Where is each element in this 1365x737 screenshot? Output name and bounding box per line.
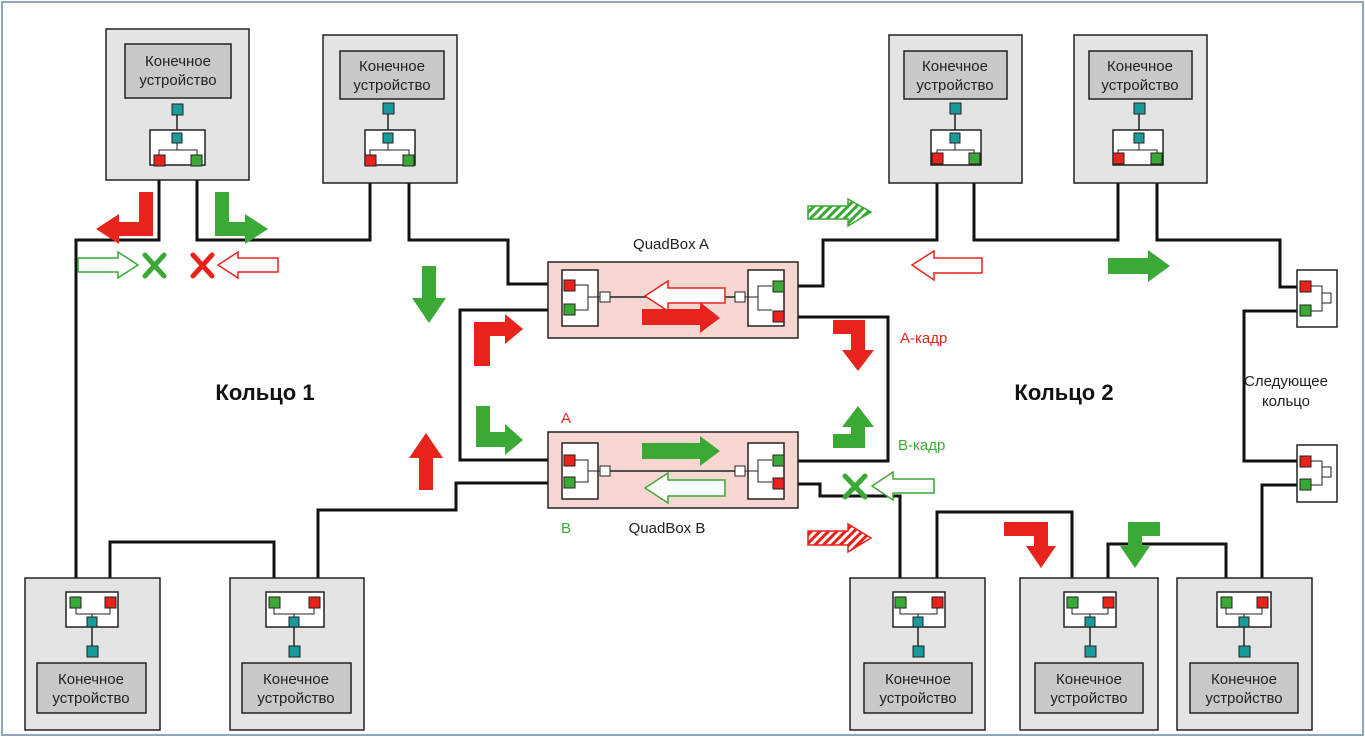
b-frame-label: B-кадр — [898, 437, 945, 454]
network-wires — [74, 160, 1305, 602]
wire — [972, 160, 1120, 242]
arrow-icon — [870, 470, 935, 502]
device-label-line2: устройство — [879, 690, 956, 707]
wire — [1260, 483, 1305, 602]
wire — [316, 481, 570, 602]
device-bottom-1: Конечное устройство — [24, 577, 161, 731]
next-ring-connector-bottom — [1296, 444, 1338, 503]
arrow-icon — [409, 433, 443, 490]
arrow-icon — [643, 471, 726, 505]
wire — [791, 482, 902, 602]
arrow-icon — [474, 314, 523, 366]
device-label-line2: устройство — [916, 77, 993, 94]
wire — [791, 315, 890, 463]
device-bottom-3: Конечное устройство — [849, 577, 986, 731]
device-top-4: Конечное устройство — [1073, 34, 1208, 184]
arrow-icon — [1120, 522, 1160, 568]
wire — [458, 308, 570, 462]
device-label-box — [124, 43, 232, 99]
arrow-icon — [642, 436, 720, 466]
device-label-line2: устройство — [353, 77, 430, 94]
wire — [791, 160, 939, 288]
arrow-icon — [643, 279, 726, 313]
arrow-icon — [412, 266, 446, 323]
device-label-line1: Конечное — [263, 671, 329, 688]
device-label-line2: устройство — [1101, 77, 1178, 94]
arrow-icon — [96, 192, 153, 244]
device-label-line1: Конечное — [1211, 671, 1277, 688]
wire — [1242, 309, 1305, 463]
wire — [407, 163, 570, 286]
wire — [1155, 160, 1305, 289]
arrow-icon — [215, 192, 268, 244]
ring-2-label: Кольцо 2 — [1014, 380, 1113, 405]
quadbox-a-label: QuadBox A — [633, 236, 709, 253]
device-top-2: Конечное устройство — [322, 34, 458, 184]
device-label-line1: Конечное — [359, 58, 425, 75]
device-bottom-5: Конечное устройство — [1176, 577, 1313, 731]
close-icon — [190, 252, 215, 279]
device-top-3: Конечное устройство — [888, 34, 1023, 184]
wire — [935, 510, 1074, 602]
device-label-line2: устройство — [52, 690, 129, 707]
arrow-icon — [833, 320, 874, 371]
close-icon — [842, 473, 868, 500]
arrow-icon — [807, 522, 873, 554]
device-label-line1: Конечное — [1056, 671, 1122, 688]
device-label-line1: Конечное — [145, 53, 211, 70]
quadbox-b — [547, 431, 799, 509]
arrow-icon — [77, 250, 140, 280]
device-label-line1: Конечное — [1107, 58, 1173, 75]
arrow-icon — [910, 249, 983, 282]
next-ring-label-line1: Следующее — [1244, 373, 1328, 390]
ring-1-label: Кольцо 1 — [215, 380, 314, 405]
next-ring-connector-top — [1296, 269, 1338, 328]
device-top-1: Конечное устройство — [105, 28, 250, 181]
device-label-line1: Конечное — [58, 671, 124, 688]
device-label-line1: Конечное — [922, 58, 988, 75]
arrow-icon — [1108, 250, 1170, 282]
quadbox-b-label: QuadBox B — [629, 520, 706, 537]
quadbox-a — [547, 261, 799, 339]
port-a-label: A — [561, 410, 571, 427]
arrow-icon — [216, 250, 279, 280]
close-icon — [142, 252, 167, 279]
wire — [195, 163, 372, 242]
device-label-line2: устройство — [139, 72, 216, 89]
device-label-line2: устройство — [1205, 690, 1282, 707]
arrow-icon — [642, 302, 720, 333]
port-b-label: B — [561, 520, 571, 537]
device-label-line1: Конечное — [885, 671, 951, 688]
device-label-line2: устройство — [1050, 690, 1127, 707]
device-bottom-2: Конечное устройство — [229, 577, 365, 731]
a-frame-label: A-кадр — [900, 330, 947, 347]
arrow-icon — [807, 197, 873, 228]
wire — [108, 540, 276, 602]
device-label-line2: устройство — [257, 690, 334, 707]
device-port — [171, 103, 184, 116]
arrow-icon — [476, 406, 523, 455]
arrow-icon — [1004, 522, 1056, 568]
device-bottom-4: Конечное устройство — [1019, 577, 1159, 731]
arrow-icon — [833, 406, 874, 448]
wire — [1106, 542, 1228, 602]
next-ring-label-line2: кольцо — [1262, 393, 1310, 410]
